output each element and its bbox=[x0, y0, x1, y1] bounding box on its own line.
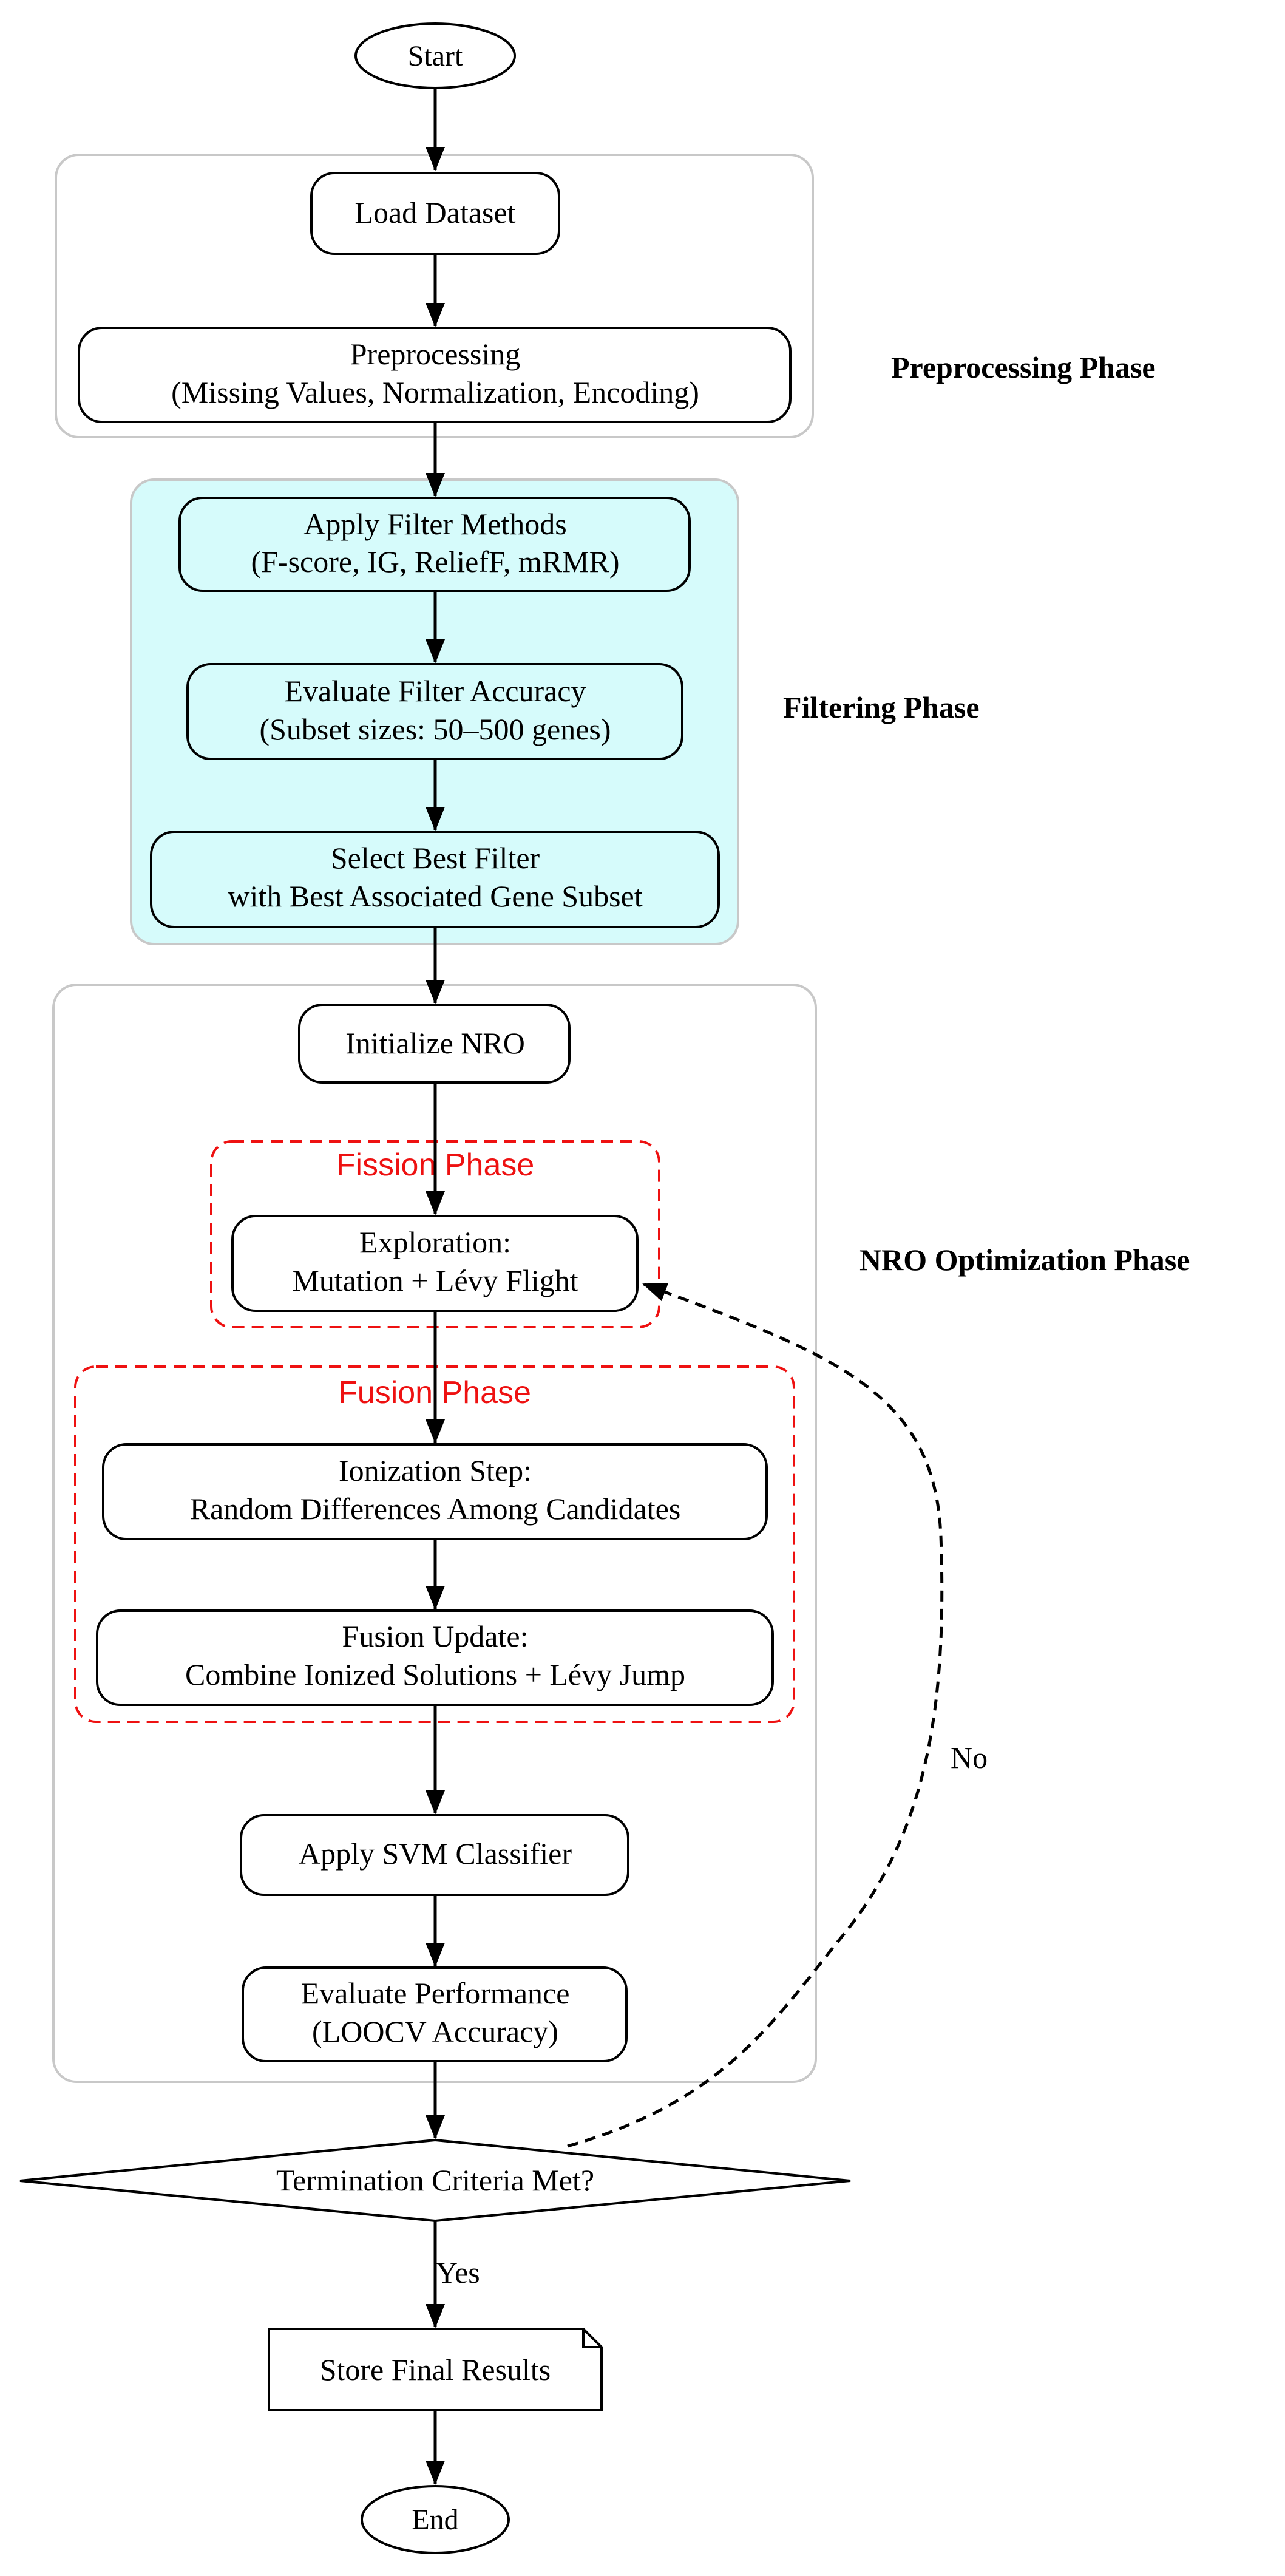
preprocessing-label-line1: Preprocessing bbox=[350, 337, 521, 371]
exploration-node bbox=[231, 1215, 639, 1312]
select-best-filter-line2: with Best Associated Gene Subset bbox=[228, 879, 642, 913]
end-node bbox=[361, 2485, 510, 2554]
evaluate-filter-accuracy-line2: (Subset sizes: 50–500 genes) bbox=[259, 712, 611, 746]
edge-label-yes: Yes bbox=[436, 2255, 480, 2289]
apply-svm-classifier-label: Apply SVM Classifier bbox=[299, 1837, 572, 1871]
end-node-label: End bbox=[412, 2504, 458, 2536]
ionization-step-line1: Ionization Step: bbox=[339, 1453, 532, 1487]
load-dataset-node bbox=[310, 172, 560, 255]
apply-filter-methods-node bbox=[178, 497, 691, 592]
fusion-update-node bbox=[96, 1609, 774, 1706]
store-final-results-label: Store Final Results bbox=[320, 2353, 551, 2387]
apply-filter-methods-line2: (F-score, IG, ReliefF, mRMR) bbox=[251, 545, 619, 579]
evaluate-filter-accuracy-node bbox=[186, 663, 683, 760]
preprocessing-label-line2: (Missing Values, Normalization, Encoding… bbox=[171, 375, 699, 409]
nro-phase-label: NRO Optimization Phase bbox=[859, 1243, 1190, 1277]
ionization-step-line2: Random Differences Among Candidates bbox=[190, 1492, 681, 1526]
select-best-filter-line1: Select Best Filter bbox=[331, 841, 540, 875]
edge-label-no: No bbox=[951, 1741, 988, 1775]
termination-decision-node bbox=[19, 2138, 851, 2223]
filtering-phase-label: Filtering Phase bbox=[783, 690, 980, 724]
start-node bbox=[354, 22, 516, 89]
exploration-line1: Exploration: bbox=[359, 1225, 511, 1259]
evaluate-filter-accuracy-line1: Evaluate Filter Accuracy bbox=[285, 674, 586, 708]
preprocessing-phase-label: Preprocessing Phase bbox=[891, 350, 1156, 384]
apply-filter-methods-line1: Apply Filter Methods bbox=[303, 507, 566, 541]
termination-decision-label: Termination Criteria Met? bbox=[276, 2163, 594, 2197]
start-node-label: Start bbox=[408, 40, 463, 72]
load-dataset-label: Load Dataset bbox=[354, 195, 515, 229]
evaluate-performance-line2: (LOOCV Accuracy) bbox=[312, 2014, 558, 2048]
fusion-update-line1: Fusion Update: bbox=[342, 1619, 529, 1653]
apply-svm-classifier-node bbox=[240, 1814, 629, 1896]
ionization-step-node bbox=[102, 1443, 768, 1540]
evaluate-performance-node bbox=[242, 1966, 628, 2062]
initialize-nro-label: Initialize NRO bbox=[345, 1026, 525, 1060]
initialize-nro-node bbox=[298, 1004, 571, 1084]
store-final-results-fold bbox=[582, 2329, 602, 2348]
evaluate-performance-line1: Evaluate Performance bbox=[301, 1976, 570, 2010]
edge-decision-explore-no bbox=[567, 1282, 944, 2148]
fusion-update-line2: Combine Ionized Solutions + Lévy Jump bbox=[185, 1657, 685, 1691]
preprocessing-node bbox=[78, 327, 792, 423]
store-final-results-node bbox=[268, 2328, 603, 2411]
exploration-line2: Mutation + Lévy Flight bbox=[292, 1263, 578, 1297]
select-best-filter-node bbox=[150, 831, 720, 928]
